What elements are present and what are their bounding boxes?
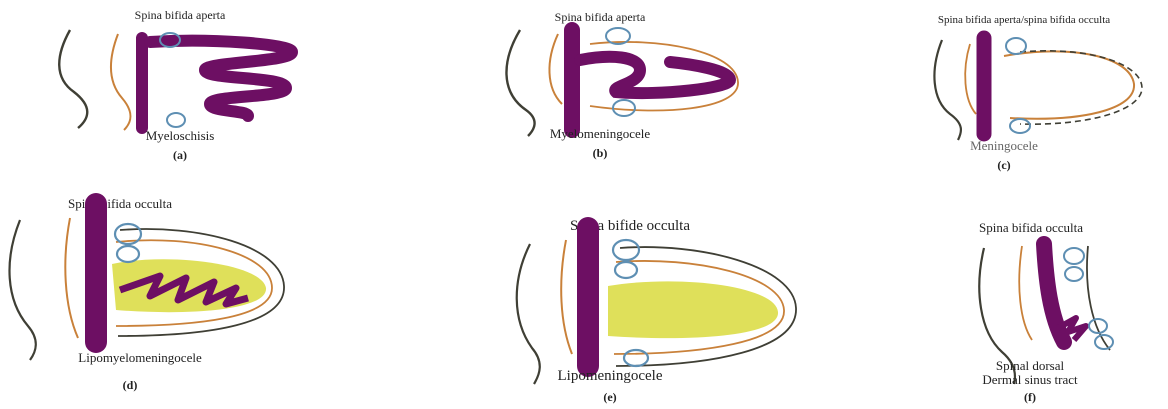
panel-d-illustration: [0, 190, 300, 409]
vertebra-shape: [615, 262, 637, 278]
panel-b-name: Myelomeningocele: [520, 126, 680, 142]
dura-line: [965, 44, 976, 114]
vertebra-shape: [167, 113, 185, 127]
skin-line: [934, 40, 961, 140]
vertebra-shape: [1006, 38, 1026, 54]
vertebra-shape: [1064, 248, 1084, 264]
dura-line: [111, 34, 131, 130]
dura-line: [65, 218, 78, 338]
panel-e-tag: (e): [590, 390, 630, 405]
skin-line: [506, 30, 534, 136]
lipoma-mass: [608, 281, 778, 338]
herniated-cord: [580, 57, 730, 93]
panel-f-dermal-sinus-tract: Spina bifida occulta Spinal dorsal Derma…: [940, 190, 1168, 409]
panel-c-name: Meningocele: [944, 138, 1064, 154]
dura-line: [1019, 246, 1032, 340]
skin-line: [59, 30, 87, 128]
skin-line: [10, 220, 36, 360]
panel-c-tag: (c): [984, 158, 1024, 173]
panel-f-tag: (f): [1010, 390, 1050, 405]
panel-b-myelomeningocele: Spina bifida aperta Myelomeningocele (b): [440, 0, 790, 175]
vertebra-shape: [613, 100, 635, 116]
panel-a-tag: (a): [160, 148, 200, 163]
dura-line: [549, 34, 562, 104]
vertebra-shape: [117, 246, 139, 262]
panel-f-name-line2: Dermal sinus tract: [960, 372, 1100, 388]
panel-e-name: Lipomeningocele: [530, 368, 690, 385]
panel-d-tag: (d): [110, 378, 150, 393]
panel-e-lipomeningocele: Spina bifide occulta Lipomeningocele (e): [490, 190, 810, 409]
vertebra-shape: [613, 240, 639, 260]
vertebra-shape: [624, 350, 648, 366]
vertebra-shape: [1010, 119, 1030, 133]
skin-sac-outline: [1020, 51, 1142, 124]
vertebra-shape: [1065, 267, 1083, 281]
exposed-neural-placode: [150, 41, 292, 116]
dura-line: [561, 240, 572, 354]
panel-b-tag: (b): [580, 146, 620, 161]
skin-line: [517, 244, 540, 384]
panel-d-lipomyelomeningocele: Spina bifida occulta Lipomyelomeningocel…: [0, 190, 300, 409]
panel-a-name: Myeloschisis: [100, 128, 260, 144]
panel-a-myeloschisis: Spina bifida aperta Myeloschisis (a): [0, 0, 330, 175]
panel-c-meningocele: Spina bifida aperta/spina bifida occulta…: [880, 0, 1168, 175]
panel-d-name: Lipomyelomeningocele: [30, 350, 250, 366]
